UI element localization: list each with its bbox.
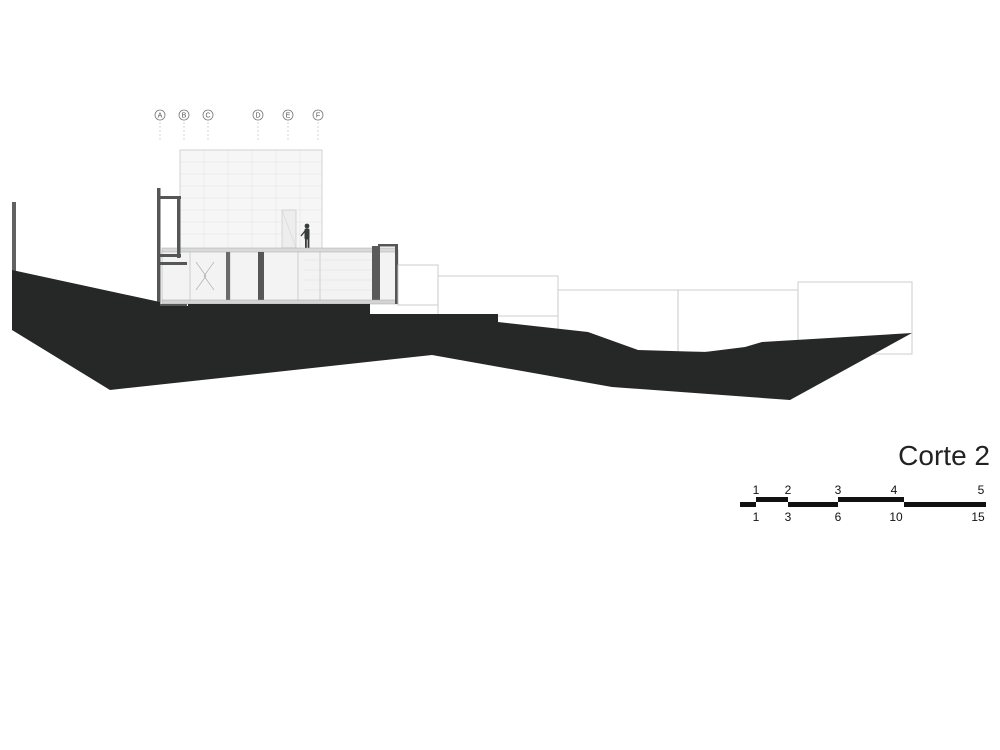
- grid-axis-f: F: [312, 109, 324, 140]
- scale-top-label: 3: [834, 483, 842, 497]
- svg-text:B: B: [182, 113, 187, 120]
- lower-volume: [161, 246, 399, 305]
- section-title: Corte 2: [898, 440, 990, 471]
- scale-bottom-label: 10: [889, 510, 903, 524]
- svg-text:F: F: [316, 113, 320, 120]
- svg-text:E: E: [286, 113, 291, 120]
- scale-bottom-label: 15: [971, 510, 985, 524]
- scale-top-label: 2: [784, 483, 792, 497]
- left-boundary-post: [12, 202, 16, 274]
- scale-bottom-label: 6: [834, 510, 842, 524]
- ground-section: [12, 270, 912, 400]
- svg-text:D: D: [255, 113, 260, 120]
- grid-axis-b: B: [178, 109, 190, 140]
- grid-axis-c: C: [202, 109, 214, 140]
- svg-text:C: C: [205, 113, 210, 120]
- upper-volume: [179, 149, 323, 253]
- right-railing: [378, 244, 398, 304]
- scale-top-label: 1: [752, 483, 760, 497]
- grid-axis-e: E: [282, 109, 294, 140]
- scale-top-label: 4: [890, 483, 898, 497]
- scale-bar: [740, 497, 986, 507]
- grid-axis-a: A: [154, 109, 166, 140]
- svg-text:A: A: [158, 113, 163, 120]
- scale-top-label: 5: [977, 483, 985, 497]
- grid-axis-d: D: [252, 109, 264, 140]
- human-figure-icon: [300, 223, 310, 249]
- scale-bottom-label: 1: [752, 510, 760, 524]
- scale-bottom-label: 3: [784, 510, 792, 524]
- grid-axes: A B C D E F: [154, 109, 324, 140]
